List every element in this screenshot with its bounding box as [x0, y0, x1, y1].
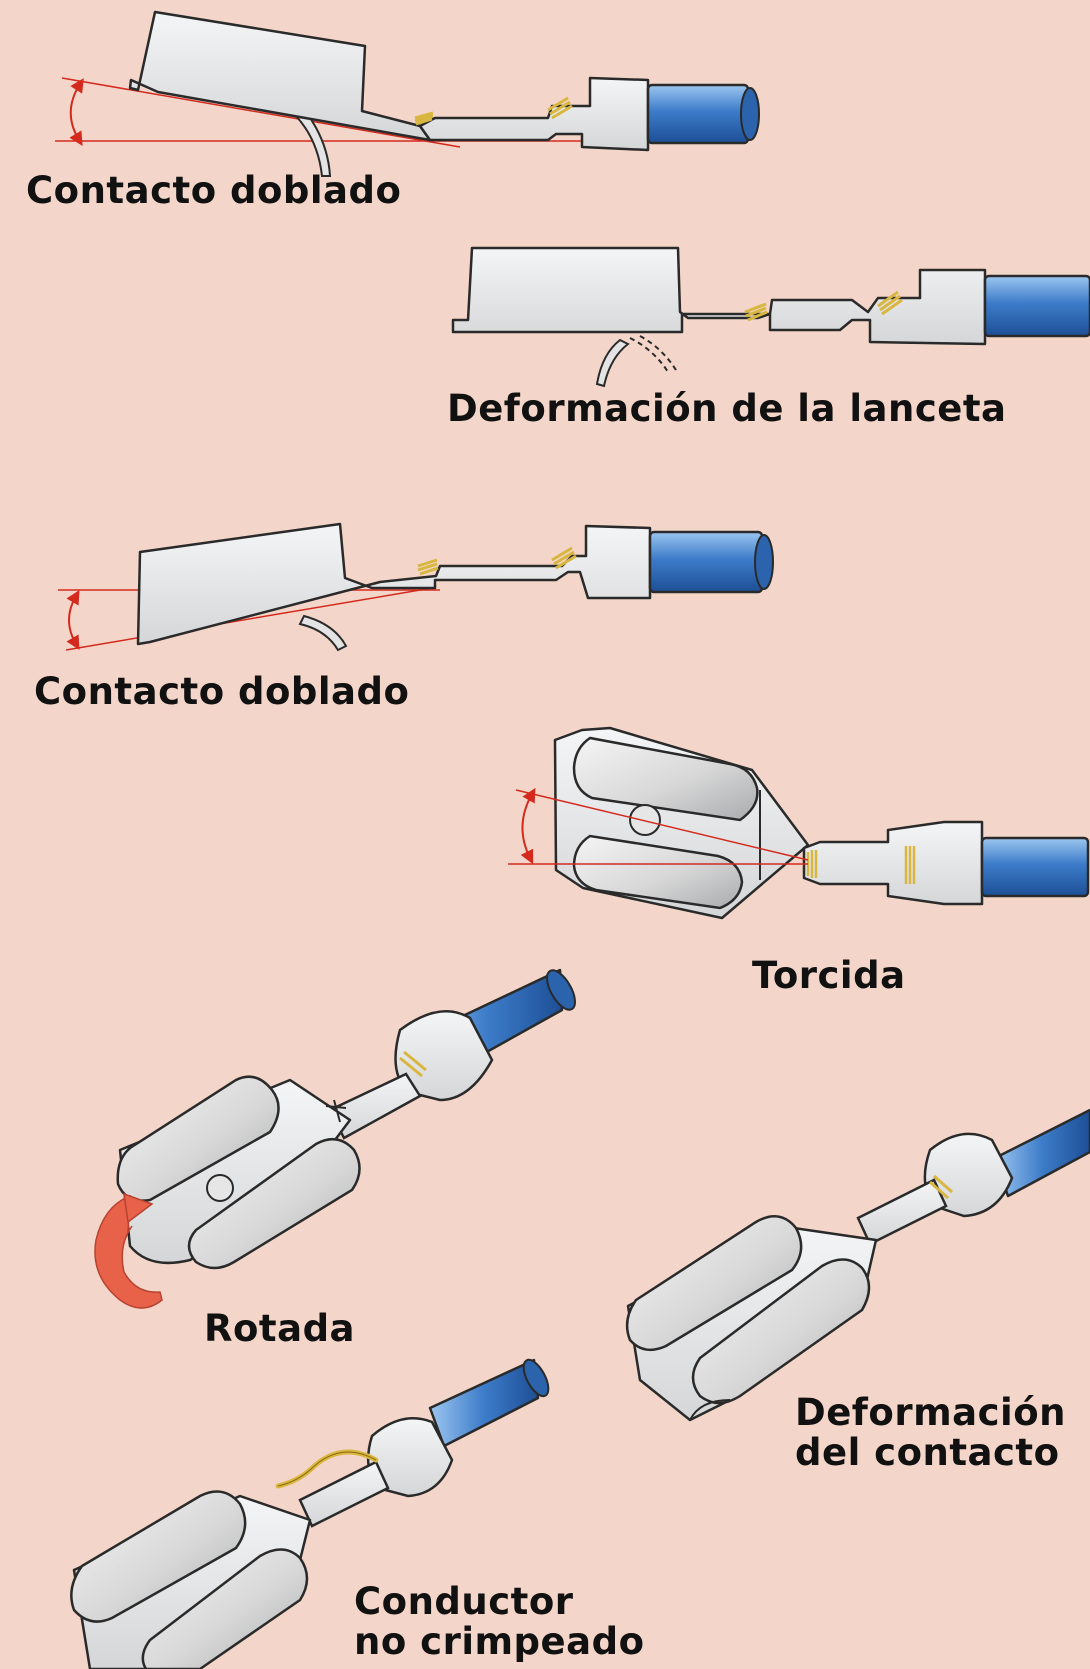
contact-roll-lower	[187, 1137, 361, 1270]
label-contacto-doblado-1: Contacto doblado	[26, 169, 402, 212]
angle-arc-icon	[69, 78, 84, 146]
label-torcida: Torcida	[752, 954, 906, 997]
serration	[325, 1099, 347, 1123]
wire-strands	[806, 850, 818, 878]
twisted-terminal-diagram	[508, 726, 1090, 920]
rotation-arrowhead	[123, 1192, 154, 1224]
locking-lance	[294, 110, 332, 177]
contact-deformation-diagram	[625, 1108, 1090, 1422]
wire-strands	[904, 846, 916, 884]
wire-end	[522, 1358, 550, 1398]
bent-contact-diagram-2	[58, 522, 774, 652]
locking-lance	[298, 614, 348, 652]
contact-roll-lower	[141, 1548, 309, 1669]
terminal-contact-body	[128, 10, 432, 142]
label-conductor-no-crimpeado: Conductor no crimpeado	[354, 1580, 645, 1663]
loose-conductor-outline	[277, 1451, 377, 1487]
wire-strands	[929, 1174, 953, 1200]
label-deformacion-lanceta: Deformación de la lanceta	[447, 387, 1007, 430]
contact-roll-upper	[572, 736, 759, 822]
uncrimped-conductor-diagram	[70, 1358, 550, 1669]
bent-contact-diagram-1	[55, 10, 760, 177]
contact-roll-lower	[691, 1258, 871, 1405]
crimp-barrel	[418, 76, 650, 152]
lance-deformation-diagram	[451, 246, 1090, 388]
label-deformacion-contacto: Deformación del contacto	[795, 1393, 1066, 1473]
wire-end	[740, 87, 760, 141]
wire-end	[754, 534, 774, 590]
label-contacto-doblado-2: Contacto doblado	[34, 670, 410, 713]
deformed-tip	[689, 1399, 731, 1421]
twist-line	[515, 789, 809, 861]
contact-roll-upper	[625, 1215, 803, 1352]
rotation-arrow-icon	[94, 1194, 163, 1309]
contact-roll-lower	[572, 834, 744, 910]
wire-insulation	[983, 274, 1090, 338]
wire-insulation	[646, 83, 750, 145]
wire-insulation	[648, 530, 764, 594]
crimp-barrel	[802, 820, 984, 906]
wire-barrel	[856, 1178, 948, 1246]
terminal-contact-body	[451, 246, 987, 346]
wire-end	[546, 969, 576, 1011]
wire-strands	[551, 546, 577, 570]
angle-arc-icon	[520, 787, 536, 865]
wire-strands	[399, 1050, 427, 1078]
label-rotada: Rotada	[204, 1307, 356, 1350]
wire-insulation	[980, 836, 1090, 898]
dimple	[629, 804, 661, 836]
insulation-crimp	[394, 1010, 494, 1102]
bend-line	[61, 77, 461, 148]
original-lance-position	[629, 337, 669, 373]
wire-insulation	[428, 1358, 540, 1448]
wire-barrel	[298, 1460, 390, 1528]
dimple	[206, 1174, 234, 1202]
rotated-terminal-diagram	[94, 968, 576, 1309]
contact-roll-upper	[70, 1490, 247, 1623]
wire-strands	[744, 302, 768, 322]
locking-lance	[595, 338, 630, 388]
wire-strands	[414, 111, 434, 126]
wire-strands	[417, 558, 439, 576]
original-lance-position	[639, 335, 677, 371]
bend-line	[65, 587, 433, 651]
terminal-contact-body	[136, 522, 652, 646]
wire-strands	[877, 290, 903, 316]
wire-strands	[547, 96, 573, 120]
contact-roll-upper	[116, 1075, 280, 1202]
angle-arc-icon	[66, 589, 80, 651]
